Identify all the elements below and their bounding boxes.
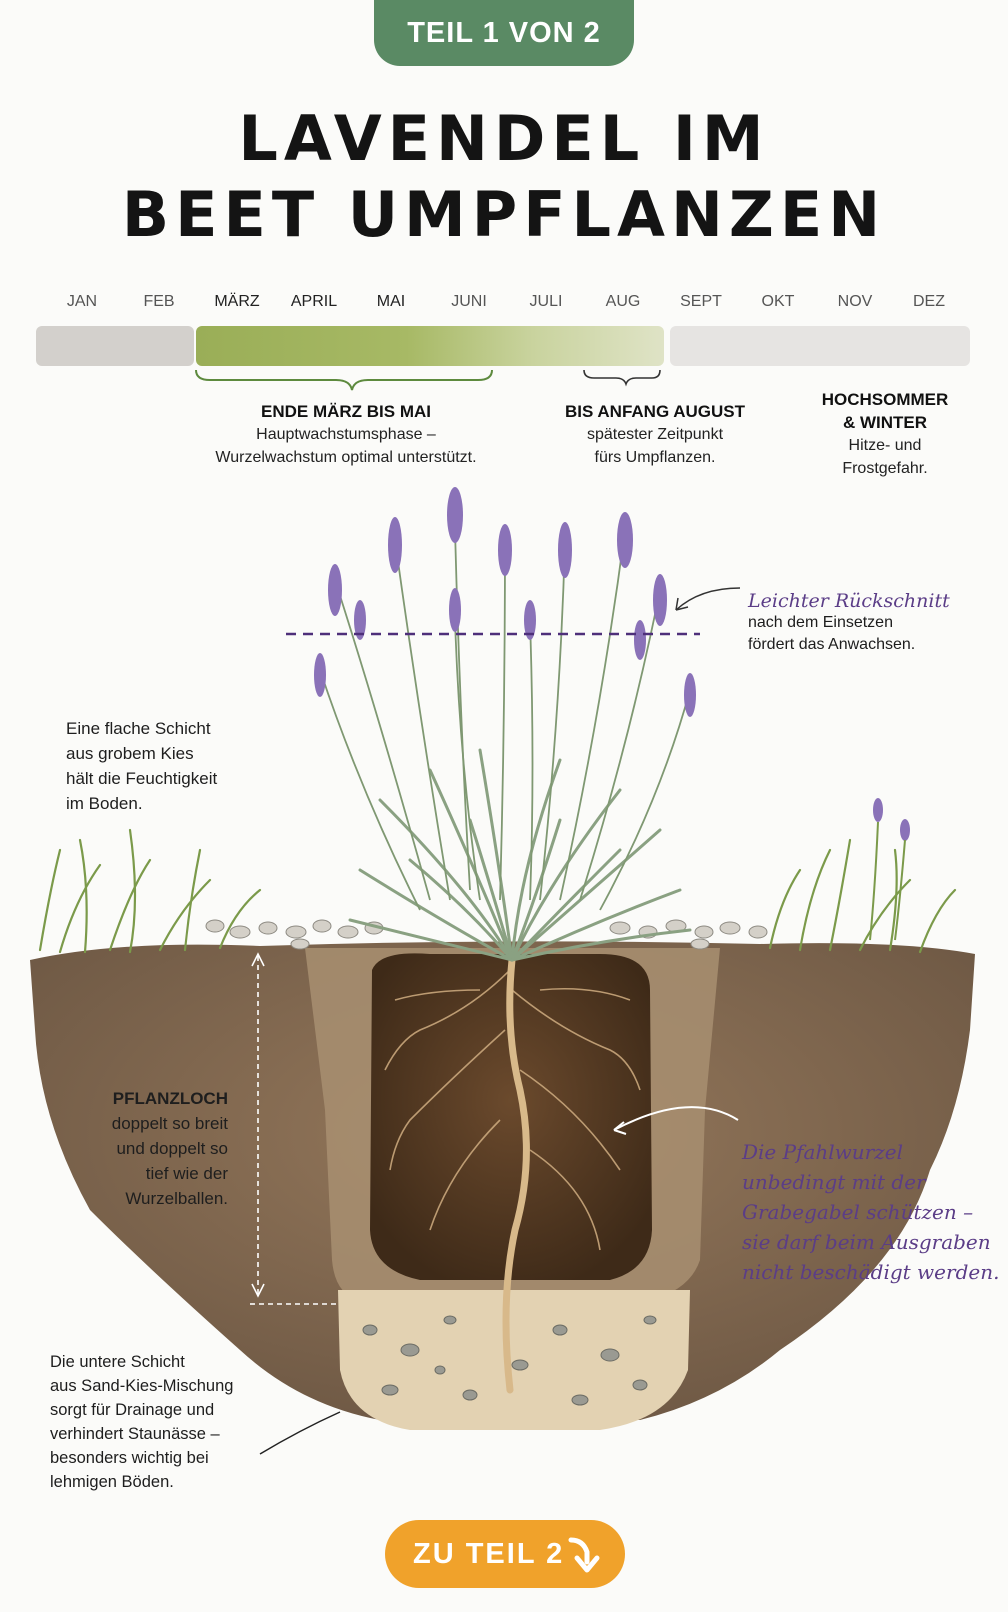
grass-left (38, 828, 262, 954)
pruning-note: Leichter Rückschnitt nach dem Einsetzen … (748, 590, 950, 656)
window-optimal: ENDE MÄRZ BIS MAI Hauptwachstumsphase – … (196, 400, 496, 469)
root-ball (370, 953, 652, 1280)
gravel-note: Eine flache Schicht aus grobem Kies hält… (66, 716, 286, 816)
window-late: BIS ANFANG AUGUST spätester Zeitpunkt fü… (550, 400, 760, 469)
drainage-note-line3: sorgt für Drainage und (50, 1401, 215, 1419)
window-late-heading: BIS ANFANG AUGUST (564, 402, 746, 421)
planting-illustration (30, 487, 975, 1455)
month-labels: JAN FEB MÄRZ APRIL MAI JUNI JULI AUG SEP… (0, 293, 1008, 315)
taproot-note-line1: Die Pfahlwurzel (742, 1140, 904, 1164)
month-label: SEPT (680, 293, 722, 310)
next-part-button[interactable]: ZU TEIL 2 (385, 1520, 625, 1588)
window-avoid-text2: Frostgefahr. (842, 460, 928, 477)
grass-right (768, 838, 957, 954)
drainage-note-line4: verhindert Staunässe – (50, 1425, 220, 1443)
hole-note-heading: PFLANZLOCH (112, 1089, 228, 1108)
window-avoid-text1: Hitze- und (848, 437, 922, 454)
next-part-label: ZU TEIL 2 (413, 1537, 565, 1570)
window-avoid-heading2: & WINTER (842, 413, 928, 432)
page-title-line2: BEET UMPFLANZEN (121, 178, 887, 251)
lavender-stems (319, 529, 691, 911)
gravel-note-line1: Eine flache Schicht (66, 719, 211, 738)
drainage-note-line1: Die untere Schicht (50, 1353, 185, 1371)
page-title-line1: LAVENDEL IM (238, 102, 770, 175)
month-label: AUG (605, 293, 641, 310)
taproot-note-line2: unbedingt mit der (742, 1170, 926, 1194)
lavender-foliage (348, 748, 692, 962)
gravel-note-line4: im Boden. (66, 794, 143, 813)
taproot-note: Die Pfahlwurzel unbedingt mit der Grabeg… (742, 1137, 1002, 1287)
part-badge: TEIL 1 VON 2 (374, 0, 634, 66)
hole-note-line2: und doppelt so (116, 1139, 228, 1158)
month-label: MAI (376, 293, 406, 310)
taproot-note-line3: Grabegabel schützen – (742, 1200, 974, 1224)
month-label: MÄRZ (214, 293, 260, 310)
gravel-mulch (205, 919, 768, 950)
drainage-pebbles (362, 1315, 657, 1406)
month-label: DEZ (913, 293, 945, 310)
gravel-note-line2: aus grobem Kies (66, 744, 194, 763)
drainage-layer (338, 1290, 690, 1430)
drainage-note: Die untere Schicht aus Sand-Kies-Mischun… (50, 1350, 300, 1494)
pruning-note-line2: fördert das Anwachsen. (748, 636, 916, 653)
timeline-bar-optimal (196, 326, 664, 366)
taproot-note-line5: nicht beschädigt werden. (742, 1260, 1000, 1284)
hole-note: PFLANZLOCH doppelt so breit und doppelt … (64, 1086, 228, 1211)
month-label: FEB (143, 293, 175, 310)
hole-note-line4: Wurzelballen. (125, 1189, 228, 1208)
pruning-note-line1: nach dem Einsetzen (748, 614, 893, 631)
month-label: JUNI (451, 293, 487, 310)
window-optimal-heading: ENDE MÄRZ BIS MAI (261, 402, 431, 421)
window-optimal-text1: Hauptwachstumsphase – (256, 426, 436, 443)
arrow-down-right-icon (568, 1537, 600, 1573)
month-label: APRIL (290, 293, 338, 310)
hole-note-line3: tief wie der (145, 1164, 228, 1183)
month-label: JAN (66, 293, 98, 310)
drainage-note-line5: besonders wichtig bei (50, 1449, 209, 1467)
fine-roots (384, 969, 641, 1251)
lavender-flowers (314, 487, 696, 717)
window-avoid: HOCHSOMMER & WINTER Hitze- und Frostgefa… (800, 388, 970, 480)
gravel-note-line3: hält die Feuchtigkeit (66, 769, 218, 788)
window-late-text1: spätester Zeitpunkt (586, 426, 724, 443)
drainage-note-line6: lehmigen Böden. (50, 1473, 174, 1491)
taproot-note-line4: sie darf beim Ausgraben (742, 1230, 991, 1254)
pruning-note-heading: Leichter Rückschnitt (748, 590, 950, 612)
small-lavender-right (873, 798, 910, 841)
window-avoid-heading1: HOCHSOMMER (821, 390, 949, 409)
taproot (502, 956, 530, 1394)
month-label: NOV (837, 293, 873, 310)
window-optimal-text2: Wurzelwachstum optimal unterstützt. (215, 449, 477, 466)
window-late-text2: fürs Umpflanzen. (594, 449, 716, 466)
timeline-bar-avoid-early (36, 326, 194, 366)
hole-note-line1: doppelt so breit (111, 1114, 228, 1133)
timeline-bar-avoid-late (670, 326, 970, 366)
timeline-braces (195, 369, 661, 391)
drainage-note-line2: aus Sand-Kies-Mischung (50, 1377, 234, 1395)
month-label: OKT (761, 293, 795, 310)
month-label: JULI (529, 293, 563, 310)
